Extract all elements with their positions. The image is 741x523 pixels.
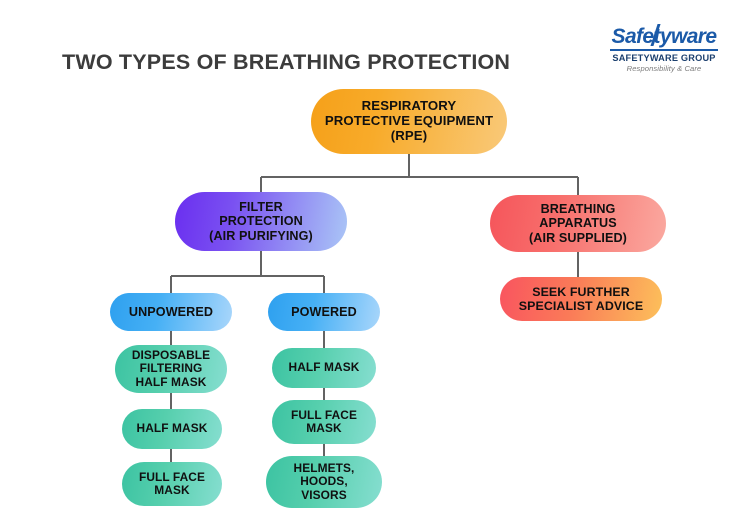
safetyware-logo: Safetyware SAFETYWARE GROUP Responsibili…	[598, 24, 730, 74]
node-line-1: FULL FACE	[138, 469, 206, 484]
node-line-1: RESPIRATORY	[361, 98, 457, 114]
logo-tagline: Responsibility & Care	[626, 64, 702, 74]
node-line-2: SPECIALIST ADVICE	[518, 299, 644, 313]
node-helmets-hoods-visors[interactable]: HELMETS, HOODS, VISORS	[266, 456, 382, 508]
node-line-2: HOODS,	[300, 474, 348, 489]
node-powered-full-face-mask[interactable]: FULL FACE MASK	[272, 400, 376, 444]
node-powered[interactable]: POWERED	[268, 293, 380, 331]
node-breathing-apparatus[interactable]: BREATHING APPARATUS (AIR SUPPLIED)	[490, 195, 666, 252]
node-line-1: DISPOSABLE	[131, 347, 211, 362]
node-line-1: FILTER	[239, 200, 283, 215]
node-line-1: HELMETS,	[293, 460, 355, 475]
node-line-1: HALF MASK	[288, 360, 360, 375]
node-filter-protection[interactable]: FILTER PROTECTION (AIR PURIFYING)	[175, 192, 347, 251]
node-seek-further-specialist-advice[interactable]: SEEK FURTHER SPECIALIST ADVICE	[500, 277, 662, 321]
node-line-1: HALF MASK	[136, 421, 208, 436]
node-line-3: (AIR PURIFYING)	[209, 228, 313, 243]
logo-wordmark: Safetyware	[609, 26, 719, 51]
node-unpowered-half-mask[interactable]: HALF MASK	[122, 409, 222, 449]
node-line-2: MASK	[306, 421, 342, 435]
node-line-3: (RPE)	[390, 127, 428, 143]
node-line-2: APPARATUS	[539, 216, 617, 231]
node-line-2: PROTECTION	[219, 214, 303, 229]
node-powered-half-mask[interactable]: HALF MASK	[272, 348, 376, 388]
node-line-3: (AIR SUPPLIED)	[529, 230, 627, 245]
node-line-2: PROTECTIVE EQUIPMENT	[324, 113, 494, 129]
node-label: UNPOWERED	[128, 304, 214, 319]
node-line-3: VISORS	[301, 487, 347, 502]
node-line-2: FILTERING	[139, 361, 203, 376]
node-unpowered[interactable]: UNPOWERED	[110, 293, 232, 331]
node-line-1: SEEK FURTHER	[532, 284, 630, 299]
node-unpowered-full-face-mask[interactable]: FULL FACE MASK	[122, 462, 222, 506]
logo-group-line: SAFETYWARE GROUP	[612, 53, 716, 63]
page-title: TWO TYPES OF BREATHING PROTECTION	[62, 50, 511, 74]
node-label: POWERED	[291, 304, 357, 319]
node-disposable-filtering-half-mask[interactable]: DISPOSABLE FILTERING HALF MASK	[115, 345, 227, 393]
node-line-3: HALF MASK	[135, 374, 207, 389]
node-line-1: BREATHING	[540, 202, 616, 217]
node-line-2: MASK	[154, 483, 190, 497]
node-respiratory-protective-equipment[interactable]: RESPIRATORY PROTECTIVE EQUIPMENT (RPE)	[311, 89, 507, 154]
node-line-1: FULL FACE	[290, 407, 358, 422]
